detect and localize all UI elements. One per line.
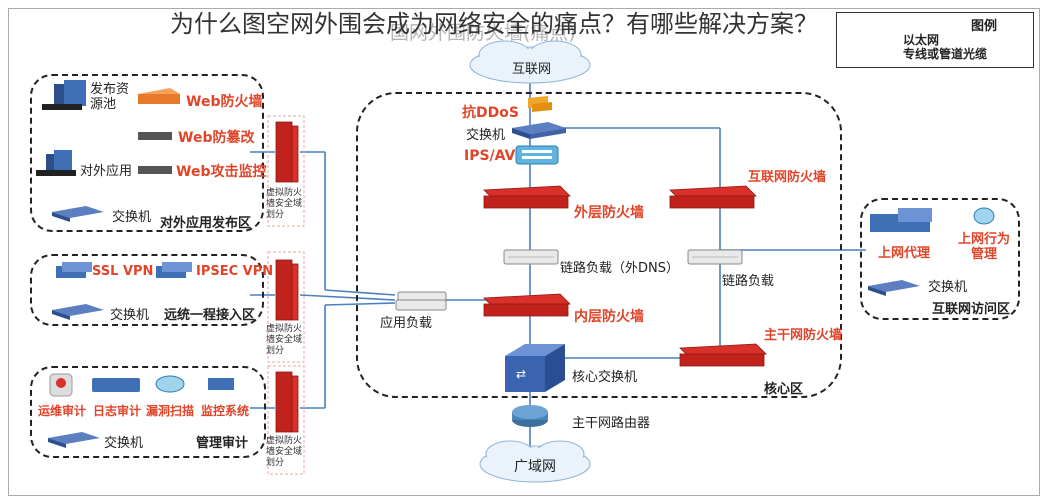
ssl-vpn-label: SSL VPN: [92, 264, 154, 279]
monitor-system-label: 监控系统: [201, 404, 250, 418]
virtual-firewall-icon-3: [275, 371, 299, 433]
page-title: 为什么图空网外围会成为网络安全的痛点？有哪些解决方案？: [170, 10, 818, 38]
link-lb-dns-icon: [503, 249, 559, 265]
internet-cloud-label: 互联网: [512, 62, 552, 77]
external-zone-name: 对外应用发布区: [160, 216, 252, 231]
remote-zone-name: 远统一程接入区: [164, 308, 256, 323]
svg-text:⇄: ⇄: [516, 367, 526, 381]
management-audit-zone: [30, 366, 266, 458]
inner-firewall-icon: [483, 293, 571, 317]
ipsec-vpn-icon: [156, 262, 192, 278]
ops-audit-icon: [49, 373, 73, 397]
anti-tamper-label: Web防篡改: [178, 130, 255, 146]
remote-switch-icon: [52, 304, 104, 320]
legend-ethernet-label: 以太网: [903, 33, 940, 47]
internet-fw-label: 互联网防火墙: [748, 170, 827, 185]
wan-cloud-label: 广域网: [514, 459, 556, 475]
ips-device-icon: [515, 145, 559, 165]
inner-fw-label: 内层防火墙: [574, 309, 644, 325]
remote-switch-label: 交换机: [110, 308, 150, 323]
outer-fw-label: 外层防火墙: [574, 205, 644, 221]
virtual-fw-label-1: 虚拟防火墙安全域划分: [266, 188, 303, 220]
anti-ddos-icon: [528, 96, 552, 112]
core-zone-name: 核心区: [764, 382, 804, 397]
access-switch-label: 交换机: [928, 280, 968, 295]
link-lb-dns-label: 链路负载（外DNS）: [560, 261, 679, 276]
backbone-fw-label: 主干网防火墙: [764, 328, 843, 343]
vuln-scan-icon: [155, 375, 185, 393]
anti-tamper-device-icon: [138, 132, 172, 140]
web-attack-monitor-label: Web攻击监控: [176, 164, 267, 180]
access-switch-icon: [868, 280, 920, 296]
log-audit-label: 日志审计: [93, 404, 142, 418]
proxy-icon: [870, 208, 932, 232]
ssl-vpn-icon: [56, 262, 92, 278]
app-lb-icon: [395, 291, 447, 311]
virtual-firewall-icon-1: [275, 121, 299, 183]
core-switch-icon: ⇄: [505, 344, 565, 392]
external-switch-icon: [52, 206, 104, 222]
legend-heading: 图例: [971, 19, 998, 34]
waf-label: Web防火墙: [186, 94, 263, 110]
virtual-fw-label-3: 虚拟防火墙安全域划分: [266, 436, 303, 468]
legend: 图例 以太网 专线或管道光缆: [836, 12, 1034, 68]
resource-pool-label: 发布资源池: [90, 82, 130, 112]
core-switch-icon-top: [512, 122, 566, 139]
wan-cloud-icon: [479, 440, 591, 483]
internet-firewall-icon: [669, 185, 757, 209]
backbone-router-icon: [512, 405, 548, 427]
backbone-firewall-icon: [679, 343, 767, 367]
watermark-text: 国网外围防火墙(痛点): [390, 22, 576, 44]
link-lb-icon: [687, 249, 743, 265]
ops-audit-label: 运维审计: [38, 404, 87, 418]
external-app-label: 对外应用: [80, 164, 133, 179]
monitor-system-icon: [208, 378, 234, 390]
resource-pool-server-icon: [42, 80, 86, 110]
core-top-switch-label: 交换机: [466, 128, 506, 143]
core-zone: [356, 92, 842, 398]
anti-ddos-label: 抗DDoS: [462, 105, 519, 121]
outer-firewall-icon: [483, 185, 571, 209]
proxy-label: 上网代理: [878, 246, 931, 261]
vuln-scan-label: 漏洞扫描: [146, 404, 195, 418]
waf-icon: [138, 88, 180, 104]
backbone-router-label: 主干网路由器: [572, 416, 651, 431]
mgmt-zone-name: 管理审计: [196, 436, 249, 451]
web-attack-monitor-icon: [138, 166, 172, 174]
virtual-firewall-icon-2: [275, 259, 299, 321]
internet-cloud-icon: [469, 40, 591, 84]
internet-access-zone: [860, 198, 1020, 320]
mgmt-switch-label: 交换机: [104, 436, 144, 451]
ipsec-vpn-label: IPSEC VPN: [196, 264, 274, 279]
link-lb-label: 链路负载: [722, 274, 775, 289]
app-lb-label: 应用负载: [380, 316, 433, 331]
external-app-server-icon: [36, 150, 76, 176]
remote-access-zone: [30, 254, 264, 326]
virtual-fw-label-2: 虚拟防火墙安全域划分: [266, 324, 303, 356]
external-switch-label: 交换机: [112, 210, 152, 225]
diagram-frame: [8, 8, 1040, 496]
ips-label: IPS/AV: [464, 148, 516, 164]
legend-fiber-label: 专线或管道光缆: [903, 47, 988, 61]
behavior-mgmt-icon: [973, 207, 995, 225]
external-release-zone: [30, 74, 264, 232]
behavior-mgmt-label: 上网行为管理: [958, 232, 1011, 262]
access-zone-name: 互联网访问区: [932, 302, 1011, 317]
mgmt-switch-icon: [48, 432, 100, 448]
log-audit-icon: [92, 378, 140, 392]
core-switch-label: 核心交换机: [572, 370, 638, 385]
